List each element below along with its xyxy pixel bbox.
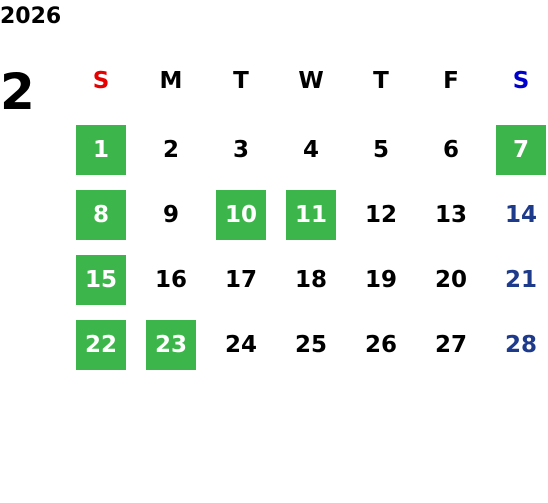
calendar-day[interactable]: 10 <box>206 190 276 240</box>
calendar-day[interactable]: 19 <box>346 255 416 305</box>
day-number: 12 <box>364 202 397 228</box>
calendar-day[interactable]: 14 <box>486 190 548 240</box>
calendar-day[interactable]: 7 <box>486 125 548 175</box>
calendar-day[interactable]: 6 <box>416 125 486 175</box>
weekday-tuesday: T <box>233 68 249 94</box>
day-number: 5 <box>372 137 389 163</box>
calendar-day[interactable]: 25 <box>276 320 346 370</box>
calendar-week-row: 22 23 24 25 26 27 28 <box>66 320 548 370</box>
calendar-day[interactable]: 26 <box>346 320 416 370</box>
year-label: 2026 <box>0 4 62 29</box>
calendar-day[interactable]: 27 <box>416 320 486 370</box>
day-number: 22 <box>84 332 117 358</box>
day-number: 17 <box>224 267 257 293</box>
day-number: 25 <box>294 332 327 358</box>
day-number: 13 <box>434 202 467 228</box>
calendar-day[interactable]: 16 <box>136 255 206 305</box>
calendar-day[interactable]: 21 <box>486 255 548 305</box>
day-number: 4 <box>302 137 319 163</box>
calendar-week-row: 15 16 17 18 19 20 21 <box>66 255 548 305</box>
calendar-week-row: 8 9 10 11 12 13 14 <box>66 190 548 240</box>
day-number: 11 <box>294 202 327 228</box>
calendar-day[interactable]: 1 <box>66 125 136 175</box>
calendar-day[interactable]: 9 <box>136 190 206 240</box>
day-number: 21 <box>504 267 537 293</box>
day-number: 10 <box>224 202 257 228</box>
month-number: 2 <box>0 63 35 121</box>
calendar-day[interactable]: 12 <box>346 190 416 240</box>
calendar-day[interactable]: 5 <box>346 125 416 175</box>
calendar-day[interactable]: 23 <box>136 320 206 370</box>
weekday-sunday: S <box>92 68 110 94</box>
calendar-day[interactable]: 2 <box>136 125 206 175</box>
day-number: 19 <box>364 267 397 293</box>
day-number: 23 <box>154 332 187 358</box>
calendar-week-row: 1 2 3 4 5 6 7 <box>66 125 548 175</box>
day-number: 24 <box>224 332 257 358</box>
calendar-day[interactable]: 20 <box>416 255 486 305</box>
weekday-monday: M <box>159 68 183 94</box>
day-number: 28 <box>504 332 537 358</box>
day-number: 16 <box>154 267 187 293</box>
weekday-thursday: T <box>373 68 389 94</box>
weekday-wednesday: W <box>298 68 324 94</box>
day-number: 14 <box>504 202 537 228</box>
day-number: 8 <box>92 202 109 228</box>
calendar-day[interactable]: 18 <box>276 255 346 305</box>
day-number: 20 <box>434 267 467 293</box>
day-number: 6 <box>442 137 459 163</box>
day-number: 27 <box>434 332 467 358</box>
calendar-day[interactable]: 8 <box>66 190 136 240</box>
calendar-day[interactable]: 13 <box>416 190 486 240</box>
day-number: 3 <box>232 137 249 163</box>
calendar-day[interactable]: 11 <box>276 190 346 240</box>
day-number: 1 <box>92 137 109 163</box>
day-number: 26 <box>364 332 397 358</box>
weekday-saturday: S <box>512 68 530 94</box>
weekday-friday: F <box>443 68 459 94</box>
calendar-day[interactable]: 4 <box>276 125 346 175</box>
calendar-day[interactable]: 3 <box>206 125 276 175</box>
day-number: 15 <box>84 267 117 293</box>
day-number: 9 <box>162 202 179 228</box>
day-number: 18 <box>294 267 327 293</box>
calendar-day[interactable]: 15 <box>66 255 136 305</box>
day-number: 7 <box>512 137 529 163</box>
weekday-header-row: S M T W T F S <box>66 65 548 97</box>
calendar-day[interactable]: 24 <box>206 320 276 370</box>
calendar-day[interactable]: 22 <box>66 320 136 370</box>
day-number: 2 <box>162 137 179 163</box>
calendar-day[interactable]: 17 <box>206 255 276 305</box>
calendar-day[interactable]: 28 <box>486 320 548 370</box>
